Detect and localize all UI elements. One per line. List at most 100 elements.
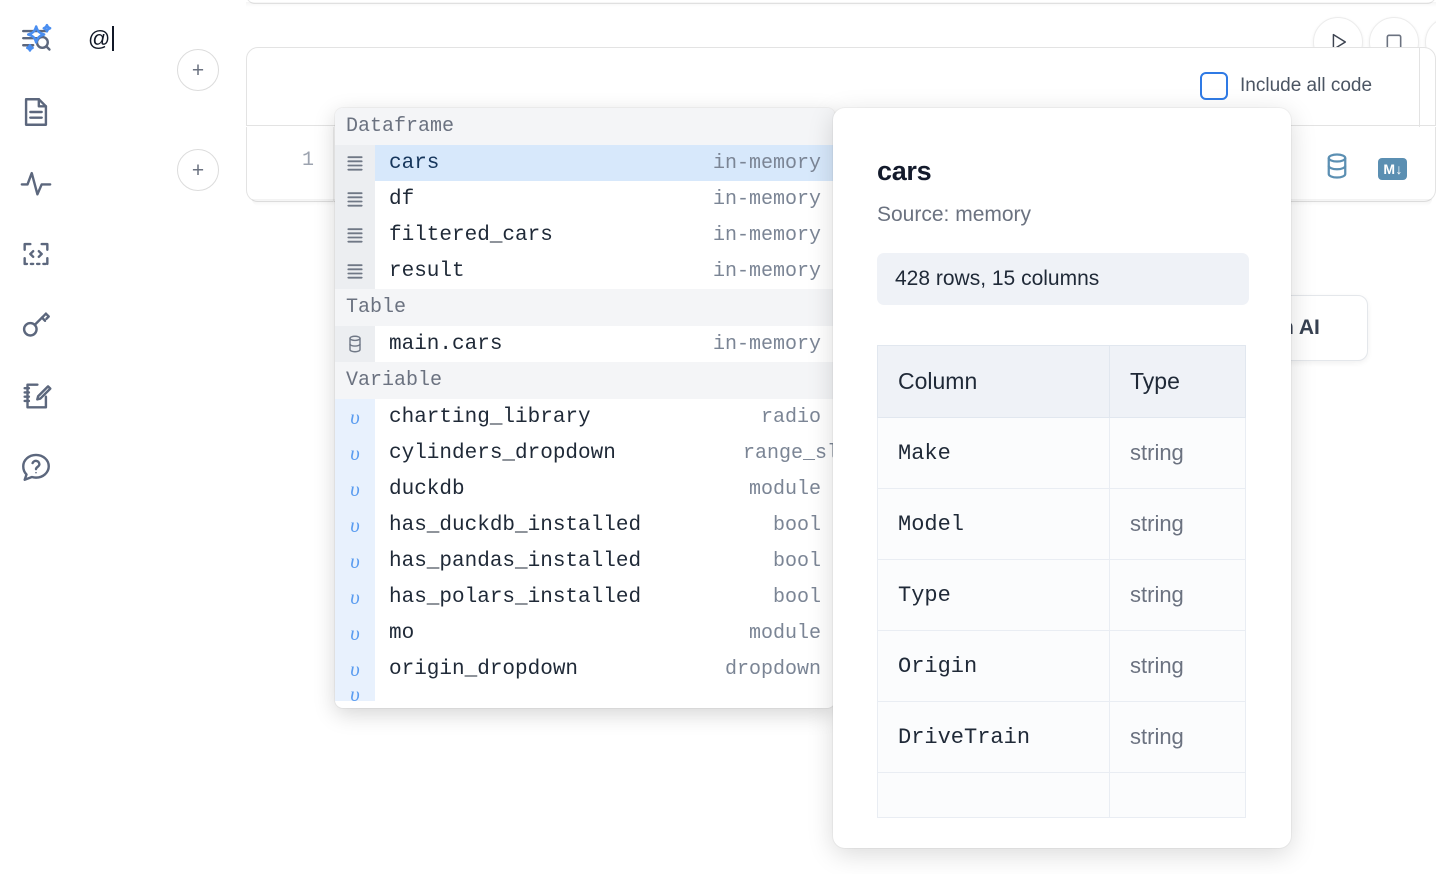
column-type-cell <box>1110 773 1246 818</box>
help-chat-icon[interactable] <box>13 444 59 490</box>
table-row: DriveTrainstring <box>878 702 1246 773</box>
autocomplete-group-header: Table <box>335 289 835 326</box>
ai-prompt-input[interactable]: @ <box>88 26 114 52</box>
autocomplete-item-name: main.cars <box>375 333 713 356</box>
autocomplete-group-header: Variable <box>335 362 835 399</box>
markdown-icon[interactable]: M ↓ <box>1378 158 1407 180</box>
cell-output-icons: M ↓ <box>1322 151 1407 186</box>
autocomplete-item-type: bool <box>773 550 835 573</box>
column-name-cell: DriveTrain <box>878 702 1110 773</box>
variable-icon: υ <box>335 543 375 579</box>
variable-icon: υ <box>335 579 375 615</box>
autocomplete-item[interactable]: υorigin_dropdowndropdown <box>335 651 835 687</box>
key-icon[interactable] <box>13 302 59 348</box>
autocomplete-item[interactable]: υhas_duckdb_installedbool <box>335 507 835 543</box>
autocomplete-item-name: cylinders_dropdown <box>375 442 743 465</box>
column-name-cell: Make <box>878 418 1110 489</box>
include-all-code-checkbox[interactable] <box>1200 72 1228 100</box>
table-header-row: Column Type <box>878 346 1246 418</box>
column-type-cell: string <box>1110 560 1246 631</box>
variable-icon: υ <box>335 471 375 507</box>
column-type-cell: string <box>1110 489 1246 560</box>
autocomplete-item-name: filtered_cars <box>375 224 713 247</box>
line-number: 1 <box>292 149 314 172</box>
markdown-letter: M <box>1383 161 1394 177</box>
autocomplete-item-type: dropdown <box>725 658 835 681</box>
detail-columns-table: Column Type MakestringModelstringTypestr… <box>877 345 1246 818</box>
document-icon[interactable] <box>13 89 59 135</box>
autocomplete-item-name: mo <box>375 622 749 645</box>
autocomplete-item-partial[interactable]: υ <box>335 687 835 701</box>
autocomplete-item-name: df <box>375 188 713 211</box>
table-row: Modelstring <box>878 489 1246 560</box>
detail-title: cars <box>877 156 1249 187</box>
autocomplete-item-name: duckdb <box>375 478 749 501</box>
left-sidebar <box>0 0 72 874</box>
autocomplete-item-type: in-memory <box>713 152 835 175</box>
add-cell-button-bottom[interactable]: + <box>177 149 219 191</box>
text-caret <box>112 26 114 51</box>
column-header-name: Column <box>878 346 1110 418</box>
autocomplete-item[interactable]: filtered_carsin-memory <box>335 217 835 253</box>
column-type-cell: string <box>1110 702 1246 773</box>
ai-bar-divider <box>1419 48 1420 127</box>
variable-icon: υ <box>335 651 375 687</box>
autocomplete-group-header: Dataframe <box>335 108 835 145</box>
dataframe-icon <box>335 181 375 217</box>
autocomplete-item[interactable]: carsin-memory <box>335 145 835 181</box>
previous-cell-shadow <box>246 2 1436 7</box>
table-row-partial <box>878 773 1246 818</box>
dataframe-icon <box>335 253 375 289</box>
sparkles-icon <box>22 22 56 56</box>
include-all-code-toggle[interactable]: Include all code <box>1200 72 1372 100</box>
database-icon[interactable] <box>1322 151 1352 186</box>
autocomplete-item[interactable]: dfin-memory <box>335 181 835 217</box>
autocomplete-item[interactable]: υhas_polars_installedbool <box>335 579 835 615</box>
table-row: Originstring <box>878 631 1246 702</box>
autocomplete-item-type: radio <box>761 406 835 429</box>
column-type-cell: string <box>1110 631 1246 702</box>
autocomplete-item[interactable]: υcharting_libraryradio <box>335 399 835 435</box>
autocomplete-item[interactable]: υduckdbmodule <box>335 471 835 507</box>
scratchpad-edit-icon[interactable] <box>13 373 59 419</box>
autocomplete-item[interactable]: resultin-memory <box>335 253 835 289</box>
variable-icon: υ <box>335 615 375 651</box>
column-type-cell: string <box>1110 418 1246 489</box>
autocomplete-item[interactable]: main.carsin-memory <box>335 326 835 362</box>
autocomplete-item-name: origin_dropdown <box>375 658 725 681</box>
table-row: Makestring <box>878 418 1246 489</box>
variable-icon: υ <box>335 435 375 471</box>
column-header-type: Type <box>1110 346 1246 418</box>
detail-shape-badge: 428 rows, 15 columns <box>877 253 1249 305</box>
autocomplete-item-type: in-memory <box>713 188 835 211</box>
ai-prompt-value: @ <box>88 26 111 51</box>
activity-icon[interactable] <box>13 160 59 206</box>
dataframe-icon <box>335 217 375 253</box>
dataframe-icon <box>335 145 375 181</box>
column-name-cell: Type <box>878 560 1110 631</box>
autocomplete-item[interactable]: υhas_pandas_installedbool <box>335 543 835 579</box>
include-all-code-label: Include all code <box>1240 75 1372 97</box>
variable-icon: υ <box>335 507 375 543</box>
autocomplete-item-type: in-memory <box>713 260 835 283</box>
autocomplete-item-type: bool <box>773 586 835 609</box>
autocomplete-item-name: result <box>375 260 713 283</box>
gutter-divider <box>333 127 334 202</box>
autocomplete-item-name: has_pandas_installed <box>375 550 773 573</box>
autocomplete-item-name: charting_library <box>375 406 761 429</box>
add-cell-button-top[interactable]: + <box>177 49 219 91</box>
autocomplete-item-type: module <box>749 478 835 501</box>
autocomplete-item-type: module <box>749 622 835 645</box>
autocomplete-item[interactable]: υcylinders_dropdownrange_sli <box>335 435 835 471</box>
code-snippet-icon[interactable] <box>13 231 59 277</box>
database-icon <box>335 326 375 362</box>
variable-icon: υ <box>335 687 375 701</box>
symbol-detail-panel: cars Source: memory 428 rows, 15 columns… <box>833 108 1291 848</box>
autocomplete-item-name: cars <box>375 152 713 175</box>
autocomplete-item-type: in-memory <box>713 333 835 356</box>
autocomplete-dropdown[interactable]: Dataframecarsin-memorydfin-memoryfiltere… <box>335 108 835 708</box>
column-name-cell: Origin <box>878 631 1110 702</box>
autocomplete-item[interactable]: υmomodule <box>335 615 835 651</box>
column-name-cell: Model <box>878 489 1110 560</box>
column-name-cell <box>878 773 1110 818</box>
